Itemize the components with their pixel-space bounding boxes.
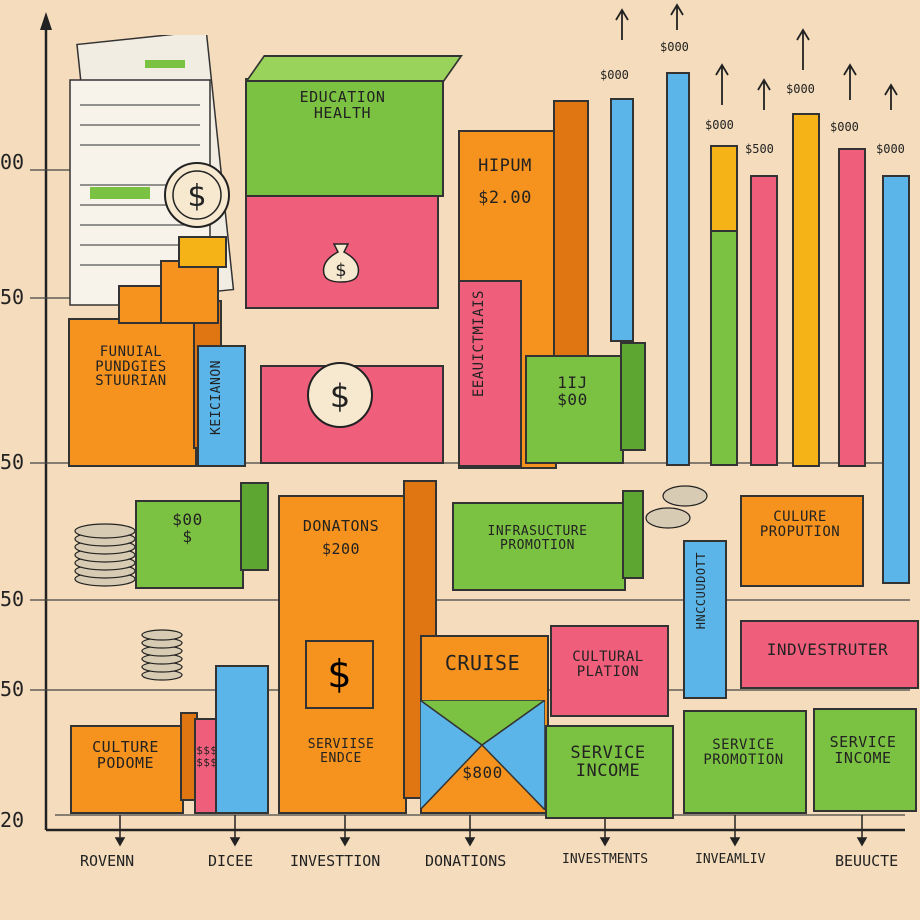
coin-stack-icon (141, 629, 183, 681)
donations-label: DONATONS $200 (302, 517, 380, 558)
bar-yellow-1 (710, 145, 738, 234)
bar-blue-2 (666, 72, 690, 466)
top-label-6: $000 (830, 120, 859, 134)
green-small-label: $00 $ (172, 510, 203, 546)
dollar-coin-icon: $ (164, 162, 230, 228)
keicanon-label: KEICIANON (209, 360, 224, 435)
service-income-label-1: SERVICE INCOME (570, 743, 646, 781)
x-label-4: DONATIONS (425, 852, 507, 870)
top-label-7: $000 (876, 142, 905, 156)
green-1n-side (620, 342, 646, 451)
bar-yellow-2 (792, 113, 820, 467)
funual-label: FUNUIAL PUNDGIES STUURIAN (95, 344, 167, 390)
cruise-bowtie (420, 700, 545, 810)
x-label-3: INVESTTION (290, 852, 381, 870)
bar-blue-1 (610, 98, 634, 342)
svg-text:$: $ (330, 377, 350, 415)
education-health-box (245, 78, 444, 197)
y-tick-3: 50 (0, 450, 25, 474)
service-promotion-box (683, 710, 807, 814)
hipum-label: HIPUM $2.00 (478, 156, 532, 209)
y-tick-5: 50 (0, 677, 25, 701)
bar-pink-2 (838, 148, 866, 467)
hncc-label: HNCCUUDOTT (694, 552, 708, 630)
education-health-label: EDUCATION HEALTH (299, 88, 386, 122)
cultural-label: CULTURAL PLATION (572, 649, 644, 680)
dollar-sign-icon: $ (305, 640, 374, 709)
y-tick-6: 20 (0, 808, 25, 832)
bar-blue-3 (882, 175, 910, 584)
infrastructure-side (622, 490, 644, 579)
cultural-box (550, 625, 669, 717)
top-label-1: $000 (600, 68, 629, 82)
dollar-coin-icon: $ (307, 362, 373, 428)
x-label-2: DICEE (208, 852, 254, 870)
coin-pile-icon (645, 485, 708, 529)
x-label-7: BEUUCTE (835, 852, 899, 870)
top-label-5: $000 (786, 82, 815, 96)
eeauict-bar (458, 280, 522, 467)
cruise-label: CRUISE (444, 651, 521, 675)
indvestruter-label: INDVESTRUTER (766, 640, 889, 659)
x-label-6: INVEAMLIV (695, 852, 766, 867)
top-label-4: $500 (745, 142, 774, 156)
svg-text:$: $ (187, 179, 206, 214)
y-tick-2: 50 (0, 285, 25, 309)
top-label-2: $000 (660, 40, 689, 54)
pink-small-label: $$$$$ $$$$$ (196, 744, 232, 769)
funual-box (68, 318, 197, 467)
bar-pink-1 (750, 175, 778, 466)
document-illustration (69, 35, 235, 306)
infrastructure-label: INFRASUCTURE PROMOTION (487, 524, 588, 553)
y-tick-4: 50 (0, 587, 25, 611)
service-income-label-2: SERVICE INCOME (829, 733, 897, 767)
y-tick-1: 00 (0, 150, 25, 174)
culture-proputition-label: CULURE PROPUTION (759, 509, 841, 540)
culture-podome-label: CULTURE PODOME (92, 738, 159, 772)
money-bag-icon: $ (322, 243, 360, 283)
infrastructure-box (452, 502, 626, 591)
small-orange-2 (160, 260, 219, 324)
blue-small-bar (215, 665, 269, 814)
coin-stack-icon (74, 523, 136, 587)
green-small-side (240, 482, 269, 571)
culture-proputition-box (740, 495, 864, 587)
bar-green-1 (710, 230, 738, 466)
eeauict-label: EEAUICTMIAIS (471, 290, 487, 398)
cruise-amount: $800 (462, 763, 503, 782)
green-1n-box (525, 355, 624, 464)
indvestruter-box (740, 620, 919, 689)
x-label-5: INVESTMENTS (562, 852, 649, 867)
small-orange-3 (178, 236, 227, 268)
service-promotion-label: SERVICE PROMOTION (703, 737, 784, 768)
top-label-3: $000 (705, 118, 734, 132)
x-label-1: ROVENN (80, 852, 135, 870)
keicanon-bar (197, 345, 246, 467)
service-income-box-1 (545, 725, 674, 819)
green-1n-label: 1IJ $00 (557, 373, 588, 409)
service-income-box-2 (813, 708, 917, 812)
servise-label: SERVIISE ENDCE (307, 737, 375, 766)
education-health-top (245, 55, 463, 82)
hncc-bar (683, 540, 727, 699)
culture-podome-box (70, 725, 184, 814)
svg-text:$: $ (335, 260, 346, 281)
top-arrows (615, 3, 898, 110)
